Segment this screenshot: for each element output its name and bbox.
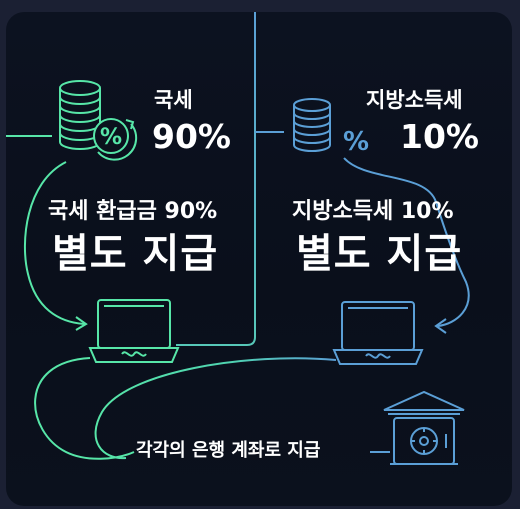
left-tax-percent: 90%: [152, 117, 231, 156]
bottom-caption: 각각의 은행 계좌로 지급: [136, 440, 321, 461]
svg-text:%: %: [100, 125, 122, 150]
infographic-card: % %: [6, 12, 512, 506]
bottom-loop-mid: [94, 357, 337, 460]
coin-stack-icon: [293, 98, 331, 152]
percent-icon: [93, 118, 138, 161]
center-divider-line: [176, 12, 256, 346]
right-tax-percent: 10%: [400, 117, 479, 156]
left-payment-line: 별도 지급: [52, 231, 219, 277]
left-refund-line: 국세 환급금 90%: [48, 199, 218, 224]
flow-illustration: % %: [6, 12, 470, 465]
percent-icon: %: [343, 127, 369, 157]
bottom-loop-left: [34, 357, 135, 460]
left-tax-name: 국세: [154, 88, 193, 112]
laptop-icon: [88, 299, 180, 363]
right-tax-name: 지방소득세: [366, 88, 463, 112]
right-refund-line: 지방소득세 10%: [292, 199, 454, 224]
right-flow-curve: [343, 157, 470, 327]
left-flow-curve: [23, 161, 85, 325]
laptop-icon: [332, 301, 424, 365]
right-payment-line: 별도 지급: [296, 231, 463, 277]
bank-vault-icon: [383, 390, 465, 465]
